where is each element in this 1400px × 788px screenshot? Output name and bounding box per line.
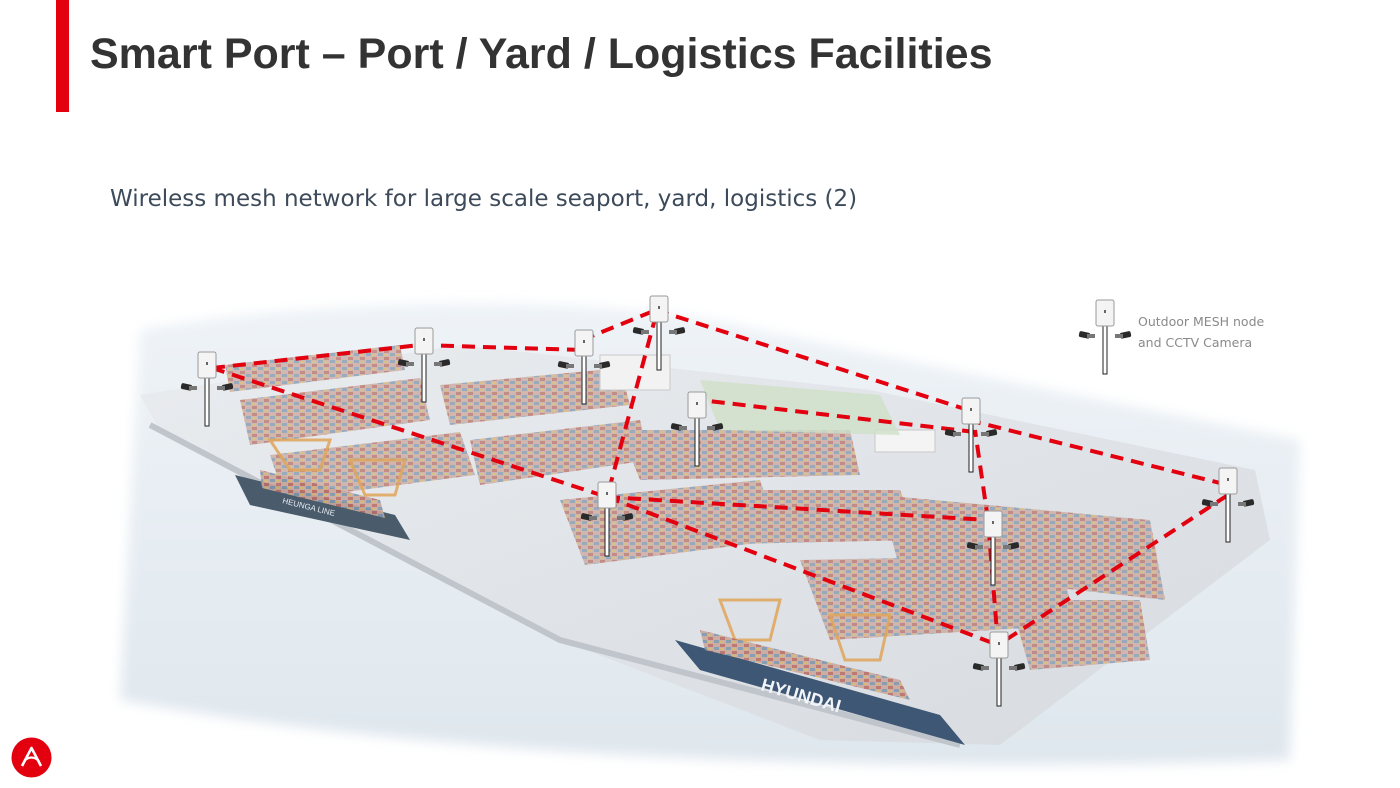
mesh-node-cctv-icon <box>1078 299 1132 375</box>
legend-icon <box>1078 299 1132 375</box>
title-accent-bar <box>56 0 69 112</box>
company-logo-icon <box>11 737 52 778</box>
page-subtitle: Wireless mesh network for large scale se… <box>110 186 858 212</box>
legend-line-1: Outdoor MESH node <box>1138 314 1265 329</box>
page-title: Smart Port – Port / Yard / Logistics Fac… <box>90 30 993 78</box>
mesh-links <box>211 308 1230 647</box>
port-scene: HEUNGA LINE HYUNDAI <box>120 303 1300 765</box>
legend-line-2: and CCTV Camera <box>1138 335 1253 350</box>
legend-label: Outdoor MESH node and CCTV Camera <box>1138 311 1318 353</box>
ship-heunga: HEUNGA LINE <box>235 470 410 540</box>
